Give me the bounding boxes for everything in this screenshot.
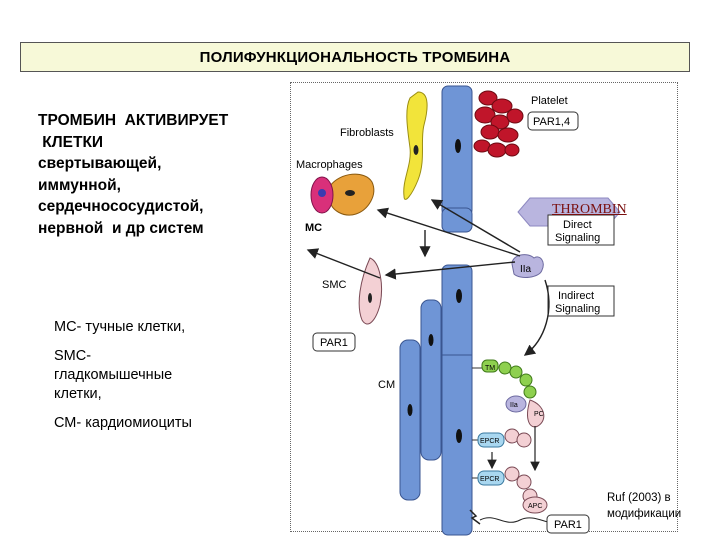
lead-line: КЛЕТКИ	[38, 133, 104, 151]
legend-smc-line: SMC-	[54, 348, 92, 364]
par1-box-top	[312, 332, 356, 352]
lead-line: свертывающей,	[38, 155, 162, 172]
thrombin-label: THROMBIN	[552, 202, 627, 217]
indirect-label: Indirect	[558, 290, 594, 302]
arrow-icon	[487, 426, 540, 472]
platelet-cluster	[473, 90, 524, 158]
fibroblasts-label: Fibroblasts	[340, 127, 394, 139]
tm-label: TM	[485, 365, 495, 372]
pc-label: PC	[534, 411, 544, 418]
cardiomyocytes	[399, 299, 442, 501]
epcr-complex: EPCR EPCR APC	[472, 428, 548, 514]
par1-label-bottom: PAR1	[554, 519, 582, 531]
lead-line: нервной и др систем	[38, 219, 204, 237]
epcr-label-2: EPCR	[480, 476, 499, 483]
figure-frame	[290, 82, 678, 532]
iia-molecule	[511, 254, 544, 278]
abbreviation-legend: МС- тучные клетки, SMC- гладкомышечные к…	[54, 318, 264, 443]
legend-smc-line: клетки,	[54, 386, 102, 402]
smc-cell	[358, 257, 383, 325]
apc-label: APC	[528, 503, 542, 510]
svg-text:IIa: IIa	[510, 402, 518, 409]
epcr-label-1: EPCR	[480, 438, 499, 445]
par1-label-top: PAR1	[320, 337, 348, 349]
par1-box-bottom	[546, 514, 590, 534]
direct-label: Direct	[563, 219, 592, 231]
mc-label: MC	[305, 222, 323, 234]
tm-chain: TM IIa PC	[472, 359, 545, 428]
par14-label: PAR1,4	[533, 116, 570, 128]
iia-label: IIa	[520, 264, 532, 275]
legend-smc: SMC- гладкомышечные клетки,	[54, 347, 264, 404]
indirect-signaling-label: Signaling	[555, 303, 600, 315]
arrow-icon	[306, 199, 550, 356]
legend-cm: СМ- кардиомиоциты	[54, 415, 192, 431]
lightning-icon	[469, 509, 481, 525]
vessel-upper	[441, 85, 473, 233]
smc-label: SMC	[322, 279, 347, 291]
macrophages-label: Macrophages	[296, 159, 363, 171]
cm-label: CM	[378, 379, 395, 391]
par14-box	[527, 111, 579, 131]
credit-line: Ruf (2003) в	[607, 492, 671, 504]
source-credit: Ruf (2003) в модификации	[607, 490, 681, 522]
lead-text: ТРОМБИН АКТИВИРУЕТ КЛЕТКИ свертывающей, …	[38, 110, 288, 239]
lead-line: ТРОМБИН АКТИВИРУЕТ	[38, 112, 229, 129]
vessel-lower	[441, 264, 473, 536]
legend-mc: МС- тучные клетки,	[54, 319, 186, 335]
platelet-label: Platelet	[531, 95, 568, 107]
lead-line: иммунной,	[38, 176, 121, 194]
legend-smc-line: гладкомышечные	[54, 367, 173, 383]
direct-signaling-label: Signaling	[555, 232, 600, 244]
lead-line: сердечнососудистой,	[38, 198, 204, 215]
page-title: ПОЛИФУНКЦИОНАЛЬНОСТЬ ТРОМБИНА	[20, 42, 690, 72]
credit-line: модификации	[607, 508, 682, 520]
